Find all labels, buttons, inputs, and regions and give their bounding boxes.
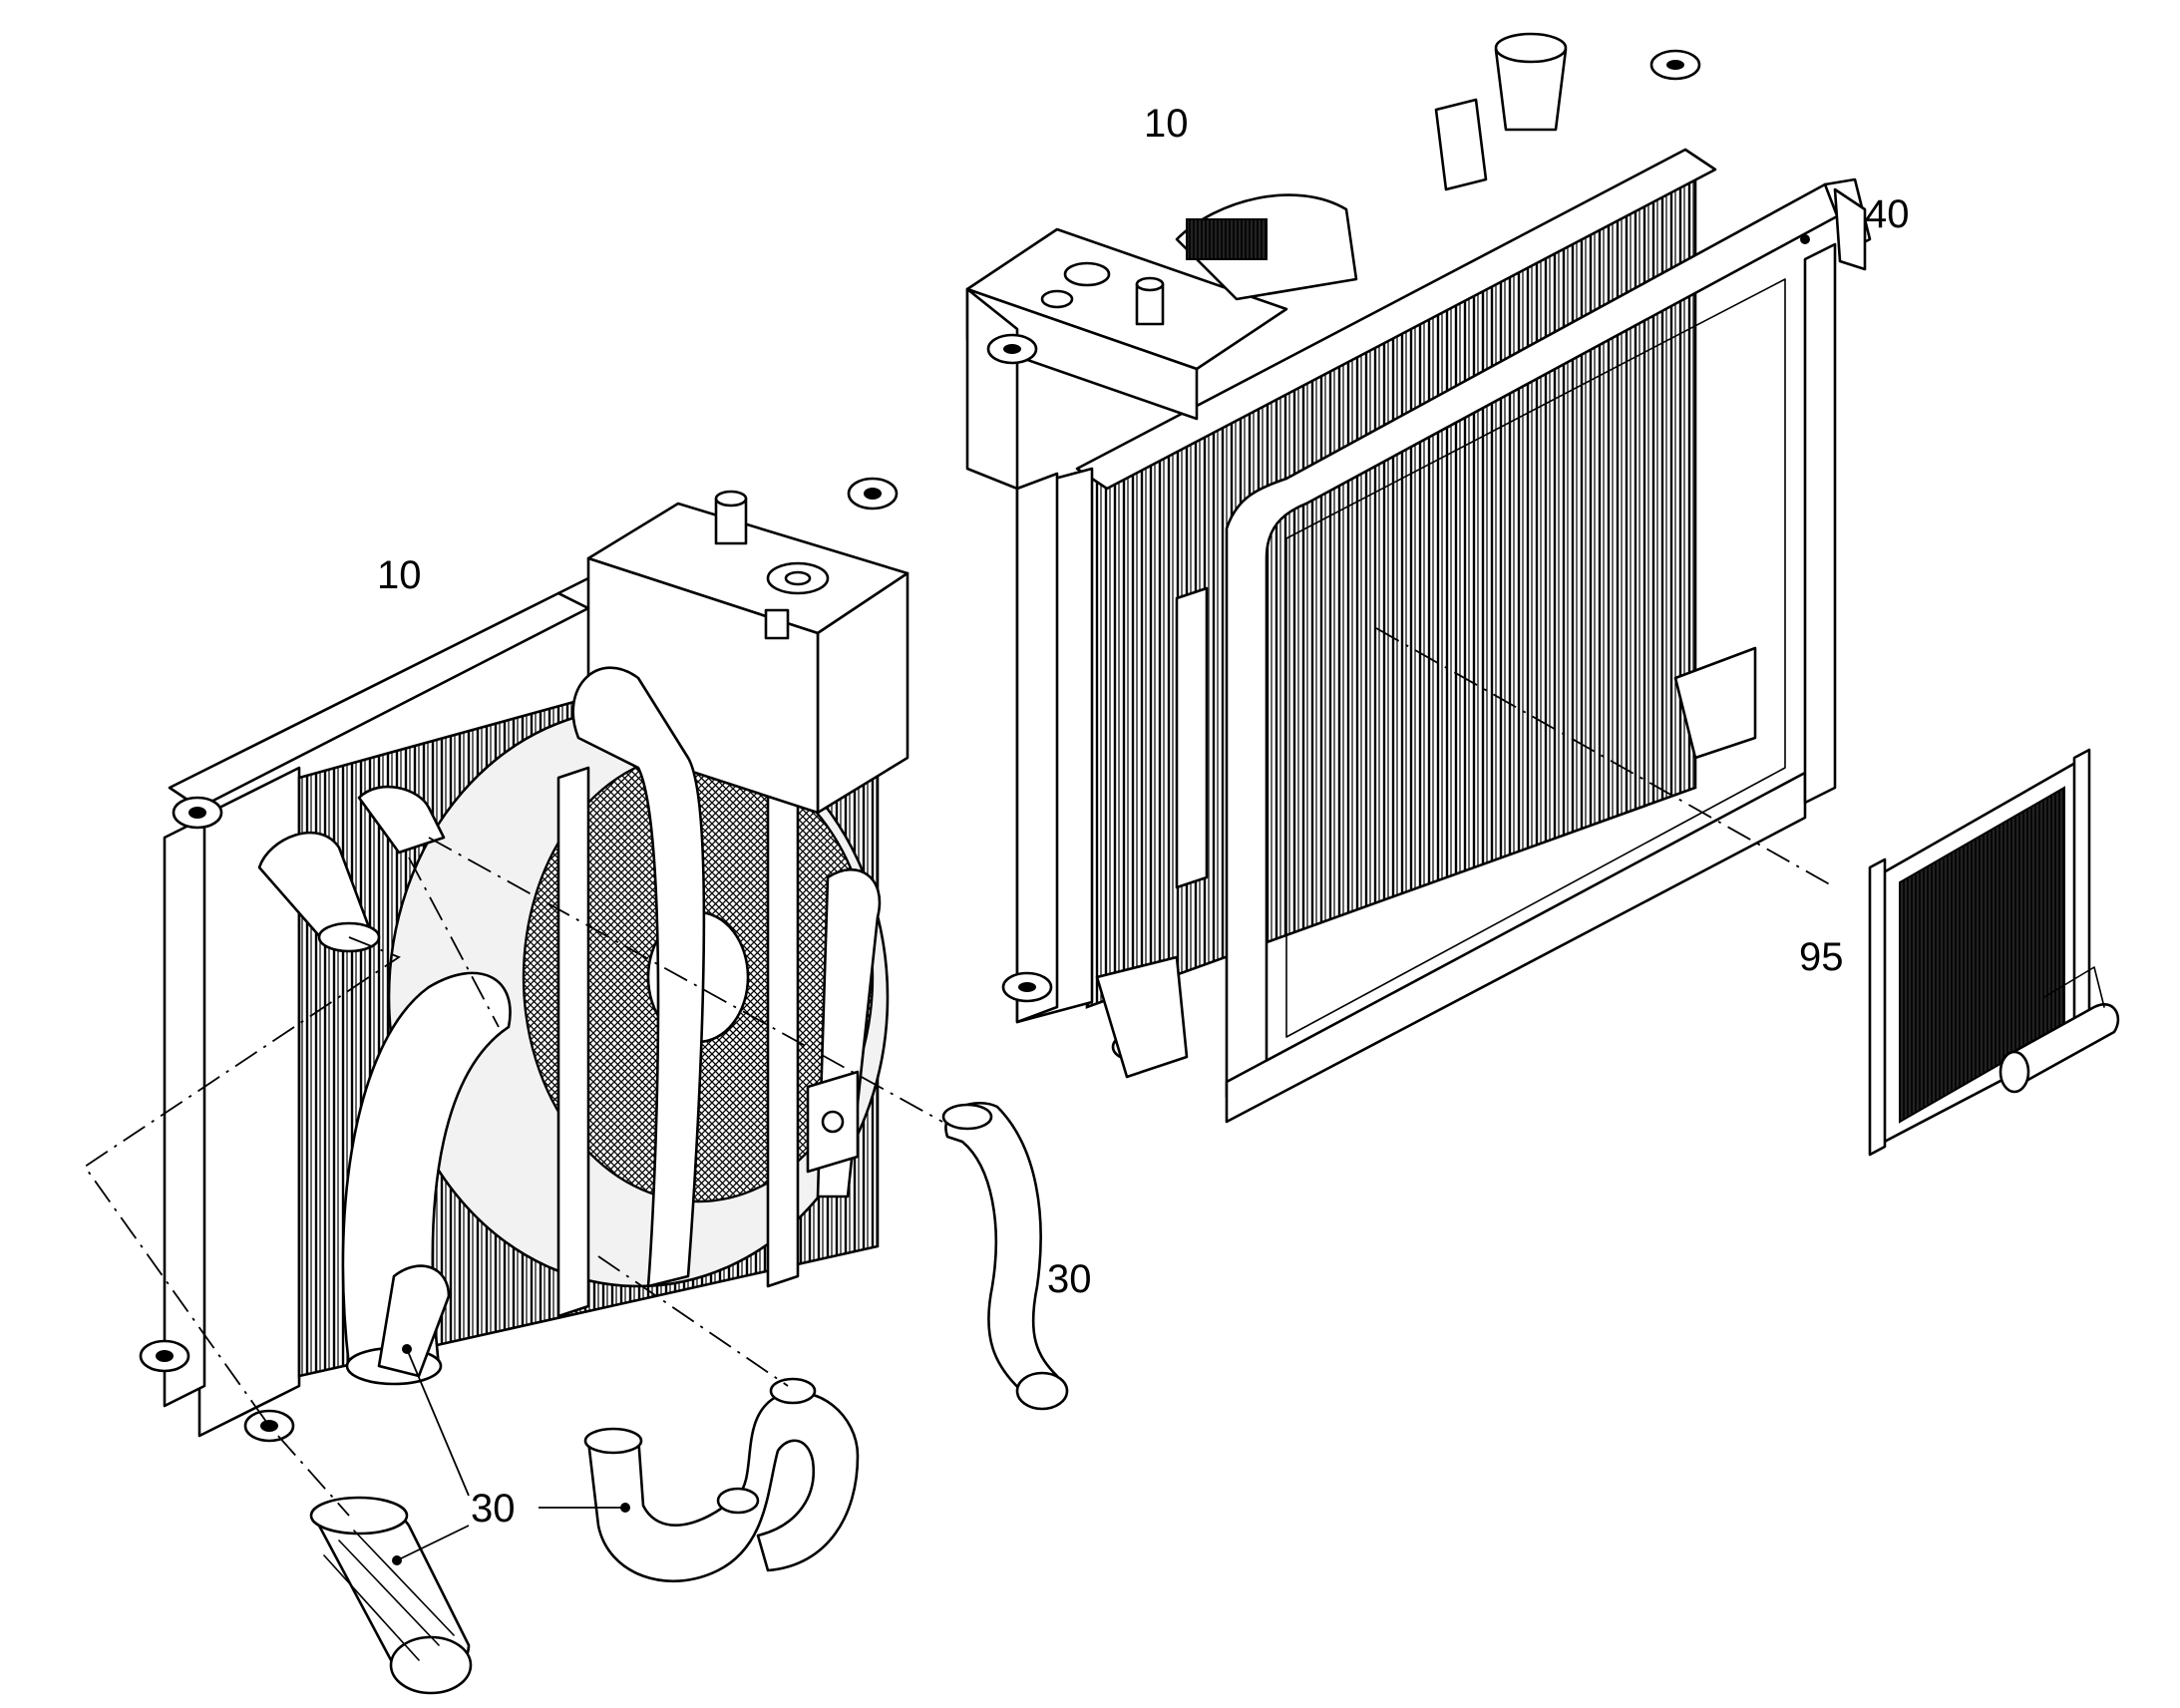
leader-lines (392, 234, 1810, 1565)
callout-10-left: 10 (377, 553, 422, 597)
hose-bottom-center-30 (583, 1377, 860, 1583)
callout-30-right: 30 (1047, 1257, 1092, 1301)
hose-left-30 (377, 1264, 451, 1378)
assembly-lines (83, 627, 1836, 1517)
condenser-95 (1868, 748, 2120, 1157)
callout-30-bottom: 30 (471, 1487, 516, 1531)
hose-bottom-left-30 (309, 1496, 473, 1695)
left-cooling-module (139, 477, 909, 1443)
callout-10-right: 10 (1144, 102, 1189, 146)
callout-95: 95 (1799, 935, 1844, 979)
callout-labels: 10 10 40 95 30 30 (377, 102, 1910, 1531)
hose-right-30 (941, 1102, 1069, 1411)
shroud-frame-40 (1225, 177, 1872, 1124)
right-cooling-module (965, 32, 1757, 1079)
callout-40: 40 (1865, 192, 1910, 236)
